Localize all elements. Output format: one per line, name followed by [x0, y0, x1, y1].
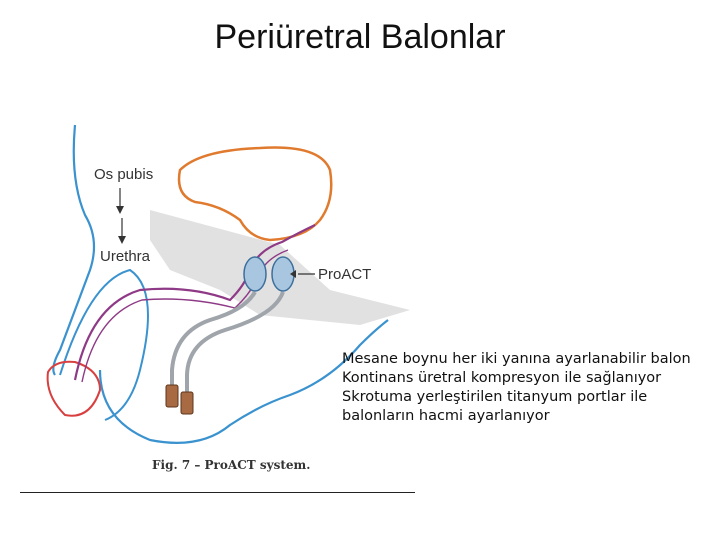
figure-caption: Fig. 7 – ProACT system. [152, 458, 311, 472]
anatomy-illustration [46, 124, 410, 444]
proact-anatomy-figure: Os pubis Urethra ProACT Fig. 7 – ProACT … [30, 120, 430, 490]
penis-outline [59, 268, 149, 421]
urethra-arrowhead [118, 236, 126, 244]
proact-balloon-left [243, 256, 267, 292]
scrotum-outline [98, 319, 389, 444]
glans [46, 360, 102, 417]
label-urethra: Urethra [100, 248, 151, 265]
proact-tube-right [185, 291, 285, 400]
urethra-path [73, 224, 316, 381]
note-line-1: Mesane boynu her iki yanına ayarlanabili… [342, 351, 691, 367]
proact-tube-left [170, 290, 257, 395]
figure-underline [20, 492, 415, 493]
slide-title: Periüretral Balonlar [214, 18, 506, 56]
titanium-port-right [180, 391, 194, 415]
label-proact: ProACT [318, 266, 372, 283]
note-line-4: balonların hacmi ayarlanıyor [342, 408, 550, 424]
skin-outline [52, 124, 96, 376]
notes-text-block: Mesane boynu her iki yanına ayarlanabili… [342, 350, 702, 426]
note-line-3: Skrotuma yerleştirilen titanyum portlar … [342, 389, 648, 405]
note-line-2: Kontinans üretral kompresyon ile sağlanı… [342, 370, 662, 386]
label-os-pubis: Os pubis [94, 166, 154, 183]
os-pubis-arrowhead [116, 206, 124, 214]
titanium-port-left [165, 384, 179, 408]
os-pubis-bone [177, 146, 333, 242]
proact-arrowhead [290, 270, 296, 278]
